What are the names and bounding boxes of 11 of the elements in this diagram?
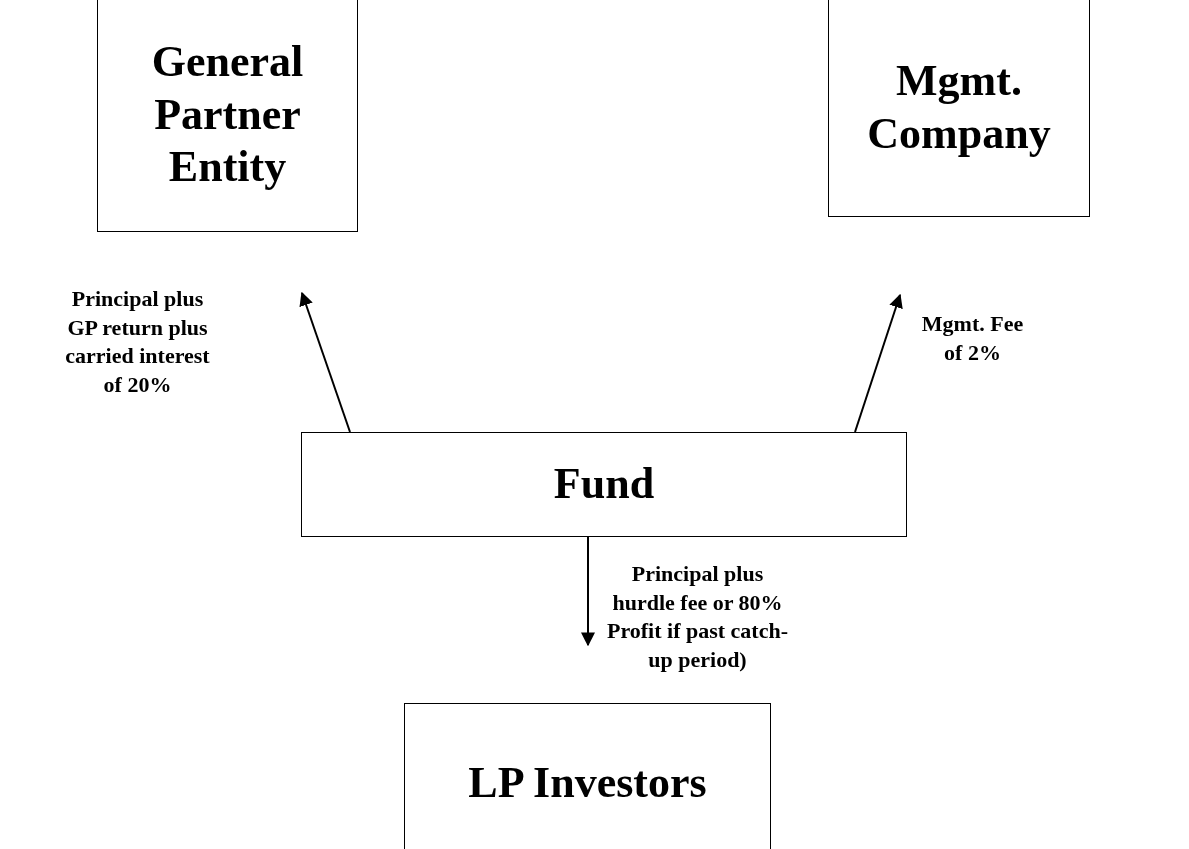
node-label: Mgmt. Company — [866, 54, 1052, 160]
entity-box — [301, 432, 907, 537]
entity-box — [97, 0, 358, 232]
entity-box — [404, 703, 771, 849]
arrow — [581, 536, 595, 647]
arrow — [854, 293, 903, 433]
node-label: Fund — [553, 458, 655, 511]
arrow — [299, 291, 351, 433]
node-label: LP Investors — [468, 756, 707, 809]
node-label: General Partner Entity — [150, 35, 305, 194]
entity-box — [828, 0, 1090, 217]
